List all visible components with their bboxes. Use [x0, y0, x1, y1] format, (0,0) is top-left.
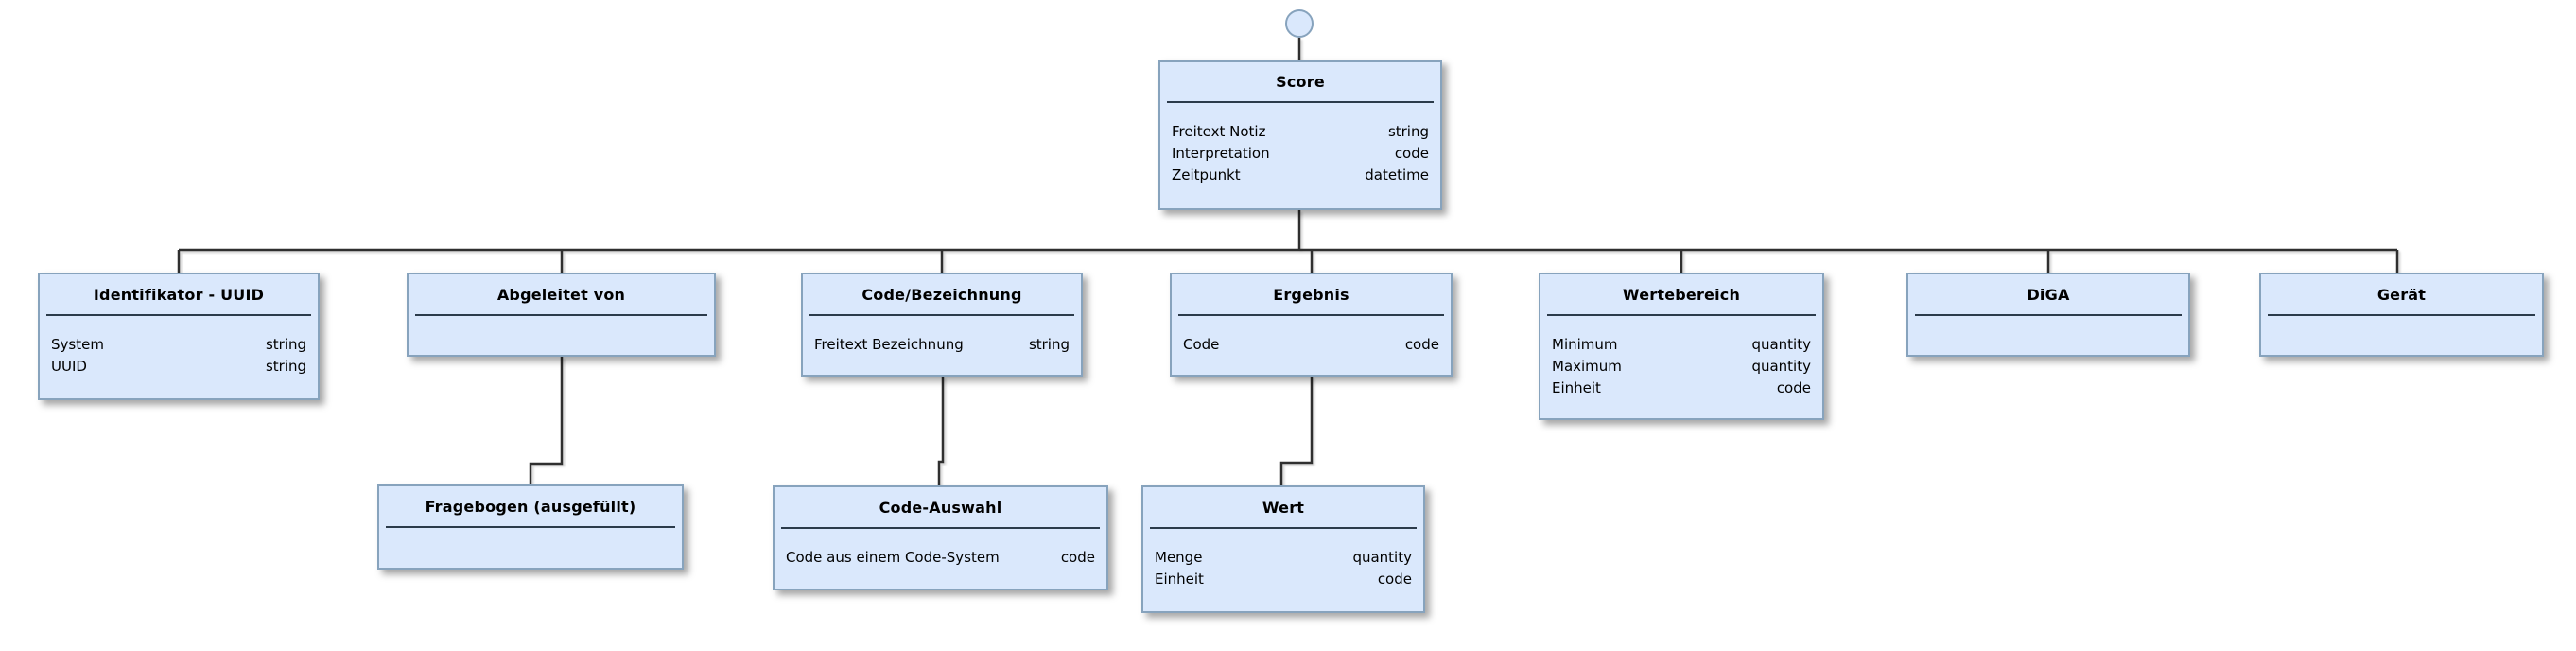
connector-edge — [1279, 377, 1314, 485]
node-title: Wertebereich — [1622, 285, 1741, 304]
attribute-type: code — [1776, 379, 1811, 396]
node-title: Code/Bezeichnung — [862, 285, 1022, 304]
attribute-list: System string UUID string — [40, 316, 318, 378]
attribute-list: Minimum quantity Maximum quantity Einhei… — [1540, 316, 1822, 399]
attribute-list: Code aus einem Code-System code — [775, 529, 1106, 569]
node-title: Wert — [1262, 498, 1305, 517]
attribute-type: code — [1377, 571, 1412, 588]
attribute-type: string — [265, 336, 306, 353]
attribute-type: quantity — [1751, 358, 1811, 375]
attribute-row: Zeitpunkt datetime — [1172, 165, 1429, 186]
class-box-wert[interactable]: Wert Menge quantity Einheit code — [1141, 485, 1425, 613]
attribute-type: quantity — [1751, 336, 1811, 353]
title-separator — [1178, 314, 1444, 316]
attribute-row: Freitext Notiz string — [1172, 121, 1429, 143]
attribute-type: code — [1394, 145, 1429, 162]
title-separator — [1547, 314, 1816, 316]
title-separator — [386, 526, 675, 528]
attribute-name: UUID — [51, 358, 87, 375]
class-box-abgeleitet-von[interactable]: Abgeleitet von — [407, 273, 716, 357]
connector-edge — [937, 377, 945, 485]
class-box-geraet[interactable]: Gerät — [2259, 273, 2544, 357]
attribute-name: Einheit — [1155, 571, 1204, 588]
attribute-name: Code aus einem Code-System — [786, 549, 1000, 566]
attribute-name: Freitext Notiz — [1172, 123, 1266, 140]
attribute-name: Zeitpunkt — [1172, 167, 1241, 184]
title-separator — [2268, 314, 2535, 316]
attribute-name: System — [51, 336, 104, 353]
title-separator — [781, 527, 1100, 529]
attribute-type: string — [265, 358, 306, 375]
attribute-type: code — [1060, 549, 1095, 566]
attribute-name: Maximum — [1552, 358, 1622, 375]
attribute-row: Einheit code — [1552, 378, 1811, 399]
node-title: Code-Auswahl — [879, 498, 1002, 517]
root-circle[interactable] — [1285, 9, 1314, 38]
attribute-row: UUID string — [51, 356, 306, 378]
attribute-row: Code aus einem Code-System code — [786, 547, 1095, 569]
attribute-row: Code code — [1183, 334, 1439, 356]
attribute-row: Minimum quantity — [1552, 334, 1811, 356]
attribute-type: code — [1404, 336, 1439, 353]
node-title: Identifikator - UUID — [93, 285, 265, 304]
node-title: Fragebogen (ausgefüllt) — [425, 497, 636, 516]
class-box-identifikator-uuid[interactable]: Identifikator - UUID System string UUID … — [38, 273, 320, 400]
attribute-name: Code — [1183, 336, 1220, 353]
attribute-name: Minimum — [1552, 336, 1618, 353]
attribute-row: Freitext Bezeichnung string — [814, 334, 1070, 356]
attribute-list: Freitext Bezeichnung string — [803, 316, 1081, 356]
attribute-type: string — [1028, 336, 1070, 353]
attribute-row: System string — [51, 334, 306, 356]
title-separator — [1167, 101, 1434, 103]
attribute-name: Interpretation — [1172, 145, 1270, 162]
attribute-list: Code code — [1172, 316, 1451, 356]
title-separator — [46, 314, 311, 316]
attribute-row: Interpretation code — [1172, 143, 1429, 165]
attribute-type: datetime — [1365, 167, 1429, 184]
class-box-fragebogen[interactable]: Fragebogen (ausgefüllt) — [377, 484, 684, 570]
title-separator — [415, 314, 707, 316]
class-box-code-bezeichnung[interactable]: Code/Bezeichnung Freitext Bezeichnung st… — [801, 273, 1083, 377]
attribute-name: Einheit — [1552, 379, 1601, 396]
node-title: Gerät — [2376, 285, 2427, 304]
title-separator — [809, 314, 1074, 316]
attribute-list: Freitext Notiz string Interpretation cod… — [1160, 103, 1440, 186]
node-title: Abgeleitet von — [496, 285, 626, 304]
connector-edge — [529, 357, 564, 484]
attribute-type: quantity — [1352, 549, 1412, 566]
attribute-type: string — [1387, 123, 1429, 140]
attribute-list: Menge quantity Einheit code — [1143, 529, 1423, 590]
class-box-ergebnis[interactable]: Ergebnis Code code — [1170, 273, 1453, 377]
attribute-row: Menge quantity — [1155, 547, 1412, 569]
attribute-row: Maximum quantity — [1552, 356, 1811, 378]
attribute-name: Menge — [1155, 549, 1203, 566]
title-separator — [1150, 527, 1417, 529]
class-box-diga[interactable]: DiGA — [1906, 273, 2190, 357]
class-box-code-auswahl[interactable]: Code-Auswahl Code aus einem Code-System … — [773, 485, 1108, 590]
title-separator — [1915, 314, 2182, 316]
node-title: DiGA — [2027, 285, 2070, 304]
attribute-name: Freitext Bezeichnung — [814, 336, 964, 353]
class-box-wertebereich[interactable]: Wertebereich Minimum quantity Maximum qu… — [1539, 273, 1824, 420]
node-title: Score — [1276, 72, 1325, 91]
node-title: Ergebnis — [1273, 285, 1349, 304]
attribute-row: Einheit code — [1155, 569, 1412, 590]
class-box-score[interactable]: Score Freitext Notiz string Interpretati… — [1158, 60, 1442, 210]
